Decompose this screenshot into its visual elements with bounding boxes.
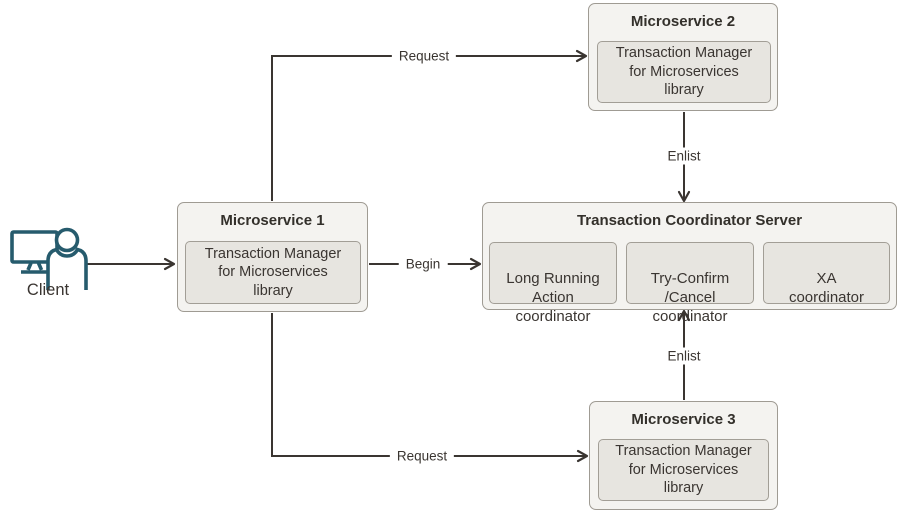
microservice-1-library-box: Transaction Manager for Microservices li… (185, 241, 361, 304)
node-microservice-1: Microservice 1 Transaction Manager for M… (177, 202, 368, 312)
edge-label-begin: Begin (398, 255, 448, 273)
edge-label-enlist-top: Enlist (660, 147, 708, 165)
monitor-stand (26, 262, 44, 271)
coordinator-component-tcc: Try-Confirm /Cancel coordinator (626, 242, 754, 325)
tcc-coordinator-label: Try-Confirm /Cancel coordinator (650, 270, 730, 326)
person-head-shape (54, 227, 80, 253)
node-microservice-3: Microservice 3 Transaction Manager for M… (589, 401, 778, 510)
person-body-shape (46, 247, 88, 290)
microservice-3-library-box: Transaction Manager for Microservices li… (598, 439, 769, 501)
edge-label-request-bottom: Request (389, 447, 455, 465)
microservice-2-library-box: Transaction Manager for Microservices li… (597, 41, 771, 103)
coordinator-title: Transaction Coordinator Server (576, 212, 803, 229)
microservice-3-library-label: Transaction Manager for Microservices li… (615, 443, 752, 497)
microservice-1-title: Microservice 1 (220, 212, 325, 229)
microservice-1-library-label: Transaction Manager for Microservices li… (204, 245, 342, 299)
client-label: Client (26, 281, 70, 299)
microservice-3-title: Microservice 3 (631, 411, 736, 428)
coordinator-component-lra: Long Running Action coordinator (489, 242, 617, 325)
node-microservice-2: Microservice 2 Transaction Manager for M… (588, 3, 778, 111)
connector-request-ms1-to-ms2 (271, 49, 588, 201)
microservice-2-title: Microservice 2 (630, 13, 736, 30)
edge-label-enlist-bottom: Enlist (660, 347, 708, 365)
lra-coordinator-label: Long Running Action coordinator (506, 270, 600, 326)
edge-label-request-top: Request (391, 47, 457, 65)
coordinator-component-xa: XA coordinator (763, 242, 890, 307)
node-transaction-coordinator-server: Transaction Coordinator Server Long Runn… (482, 202, 897, 325)
client-icon (10, 227, 88, 290)
xa-coordinator-label: XA coordinator (788, 270, 865, 307)
connector-request-ms1-to-ms3 (271, 313, 589, 463)
microservice-2-library-label: Transaction Manager for Microservices li… (615, 45, 753, 99)
